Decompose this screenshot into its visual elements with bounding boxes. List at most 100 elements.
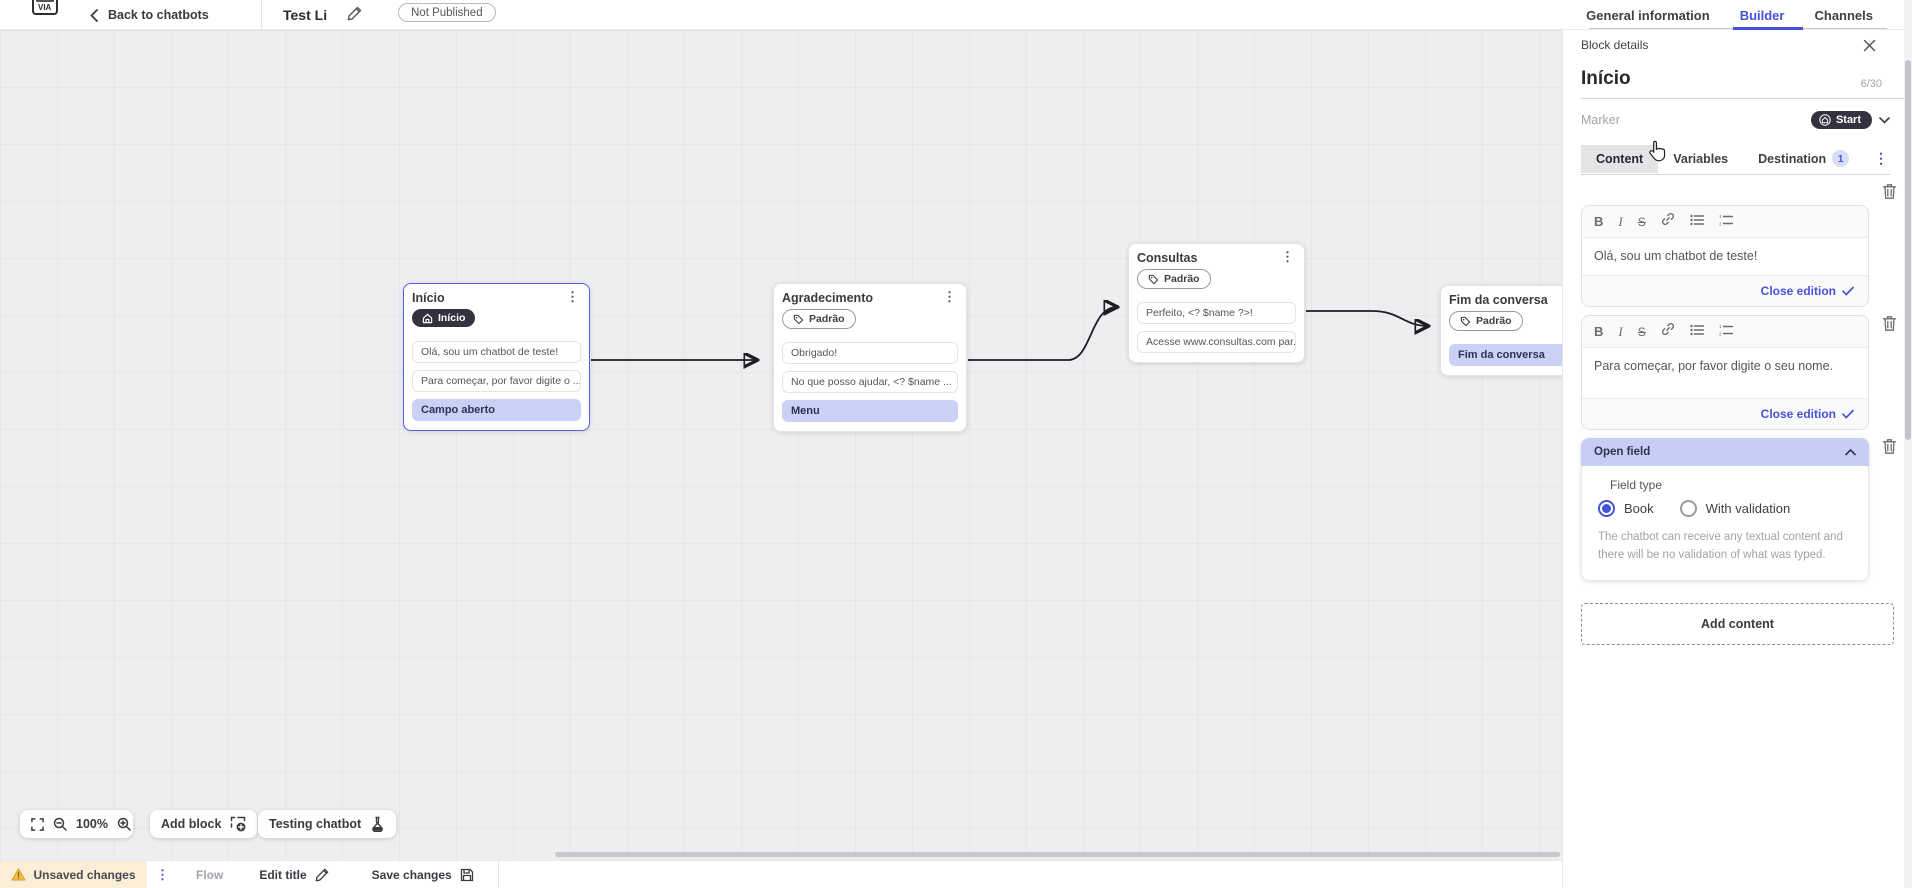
link-icon[interactable] [1661, 322, 1675, 341]
bold-icon[interactable]: B [1594, 214, 1604, 229]
flow-edges [591, 30, 1562, 860]
vertical-scrollbar-thumb[interactable] [1905, 60, 1911, 440]
node-marker-pill: Padrão [1137, 269, 1211, 289]
tab-destination[interactable]: Destination 1 [1743, 143, 1864, 174]
tab-content[interactable]: Content [1581, 144, 1659, 173]
node-kebab-menu[interactable]: ⋮ [566, 289, 579, 304]
trash-icon[interactable] [1882, 315, 1897, 337]
link-icon[interactable] [1661, 212, 1675, 231]
fullscreen-icon[interactable] [31, 817, 44, 831]
chatbot-title[interactable]: Test Li [283, 7, 328, 23]
strikethrough-icon[interactable]: S [1637, 324, 1646, 339]
close-icon[interactable] [1863, 39, 1876, 52]
trash-icon[interactable] [1882, 183, 1897, 205]
panel-kebab-menu[interactable]: ⋮ [1874, 150, 1888, 166]
flow-canvas[interactable]: Início ⋮ Início Olá, sou um chatbot de t… [0, 30, 1562, 860]
testing-chatbot-label: Testing chatbot [269, 817, 362, 831]
radio-selected-icon [1598, 500, 1615, 518]
node-content-item[interactable]: Para começar, por favor digite o ... [412, 369, 581, 392]
chevron-down-icon [1879, 116, 1890, 124]
message-text-input[interactable]: Olá, sou um chatbot de teste! [1582, 237, 1868, 277]
bullet-list-icon[interactable] [1690, 323, 1704, 341]
flow-node-fim-da-conversa[interactable]: Fim da conversa Padrão Fim da conversa [1440, 285, 1562, 376]
node-content-item[interactable]: Olá, sou um chatbot de teste! [412, 340, 581, 363]
chevron-up-icon [1845, 448, 1856, 456]
flow-node-inicio[interactable]: Início ⋮ Início Olá, sou um chatbot de t… [403, 283, 590, 431]
node-title: Agradecimento [782, 291, 873, 305]
back-to-chatbots-button[interactable]: Back to chatbots [90, 0, 209, 30]
bullet-list-icon[interactable] [1690, 213, 1704, 231]
block-name-input[interactable]: Início [1581, 68, 1631, 89]
tab-builder[interactable]: Builder [1739, 7, 1785, 23]
testing-chatbot-button[interactable]: Testing chatbot [258, 810, 397, 838]
save-changes-button[interactable]: Save changes [372, 868, 474, 882]
strikethrough-icon[interactable]: S [1637, 214, 1646, 229]
app-logo-icon: VIA [28, 0, 62, 29]
node-content-item[interactable]: Obrigado! [782, 341, 958, 364]
radio-option-with-validation[interactable]: With validation [1679, 500, 1790, 518]
close-edition-button[interactable]: Close edition [1582, 276, 1868, 306]
italic-icon[interactable]: I [1618, 213, 1623, 229]
home-icon [422, 313, 433, 323]
node-content-item-menu[interactable]: Menu [782, 399, 958, 422]
back-label: Back to chatbots [108, 8, 209, 22]
home-icon [1819, 114, 1831, 126]
node-content-item[interactable]: Perfeito, <? $name ?>! [1137, 301, 1296, 324]
warning-icon [11, 868, 27, 881]
edit-title-button[interactable]: Edit title [259, 867, 329, 882]
flow-node-consultas[interactable]: Consultas ⋮ Padrão Perfeito, <? $name ?>… [1128, 243, 1305, 363]
edit-title-pencil-icon[interactable] [347, 5, 363, 26]
open-field-helper-text: The chatbot can receive any textual cont… [1598, 531, 1843, 561]
open-field-card: Open field Field type Book With validati… [1581, 438, 1869, 581]
flask-icon [370, 816, 385, 832]
node-title: Início [412, 291, 445, 305]
add-content-button[interactable]: Add content [1581, 602, 1894, 645]
message-text-input[interactable]: Para começar, por favor digite o seu nom… [1582, 347, 1868, 400]
destination-count-badge: 1 [1832, 150, 1850, 167]
node-content-item[interactable]: Fim da conversa [1449, 343, 1562, 366]
open-field-header[interactable]: Open field [1581, 438, 1869, 467]
marker-select[interactable]: Start [1810, 111, 1890, 129]
canvas-horizontal-scrollbar[interactable] [555, 852, 1560, 857]
check-icon [1842, 410, 1854, 420]
check-icon [1842, 287, 1854, 297]
tab-general-information[interactable]: General information [1586, 7, 1710, 23]
add-block-label: Add block [161, 817, 222, 831]
zoom-out-icon[interactable] [53, 817, 67, 831]
zoom-in-icon[interactable] [117, 817, 131, 831]
open-field-title: Open field [1594, 446, 1651, 459]
tab-channels[interactable]: Channels [1814, 7, 1873, 23]
block-details-panel: Block details Início 6/30 Marker Start C… [1562, 30, 1904, 888]
trash-icon[interactable] [1882, 438, 1897, 460]
header-tabs: General information Builder Channels [1586, 0, 1873, 30]
node-marker-pill: Padrão [1449, 311, 1523, 331]
node-content-item-open-field[interactable]: Campo aberto [412, 398, 581, 421]
statusbar-kebab-menu[interactable]: ⋮ [156, 866, 169, 882]
tab-variables[interactable]: Variables [1673, 151, 1729, 166]
vertical-scrollbar-track[interactable] [1904, 0, 1912, 888]
node-kebab-menu[interactable]: ⋮ [1281, 249, 1294, 264]
node-kebab-menu[interactable]: ⋮ [943, 289, 956, 304]
add-block-icon [230, 816, 246, 832]
bold-icon[interactable]: B [1594, 324, 1604, 340]
close-edition-button[interactable]: Close edition [1582, 399, 1868, 429]
flow-breadcrumb[interactable]: Flow [196, 867, 224, 882]
panel-title: Block details [1581, 38, 1649, 52]
marker-start-pill: Start [1810, 111, 1872, 129]
radio-unselected-icon [1679, 500, 1697, 518]
flow-node-agradecimento[interactable]: Agradecimento ⋮ Padrão Obrigado! No que … [773, 283, 967, 432]
svg-text:2: 2 [1719, 221, 1722, 225]
italic-icon[interactable]: I [1618, 323, 1623, 339]
bottom-statusbar: Unsaved changes ⋮ Flow Edit title Save c… [0, 860, 1562, 888]
radio-option-book[interactable]: Book [1598, 500, 1654, 518]
node-content-item[interactable]: No que posso ajudar, <? $name ... [782, 370, 958, 393]
add-block-button[interactable]: Add block [150, 810, 258, 838]
node-content-item[interactable]: Acesse www.consultas.com par... [1137, 330, 1296, 353]
node-title: Fim da conversa [1449, 293, 1548, 307]
